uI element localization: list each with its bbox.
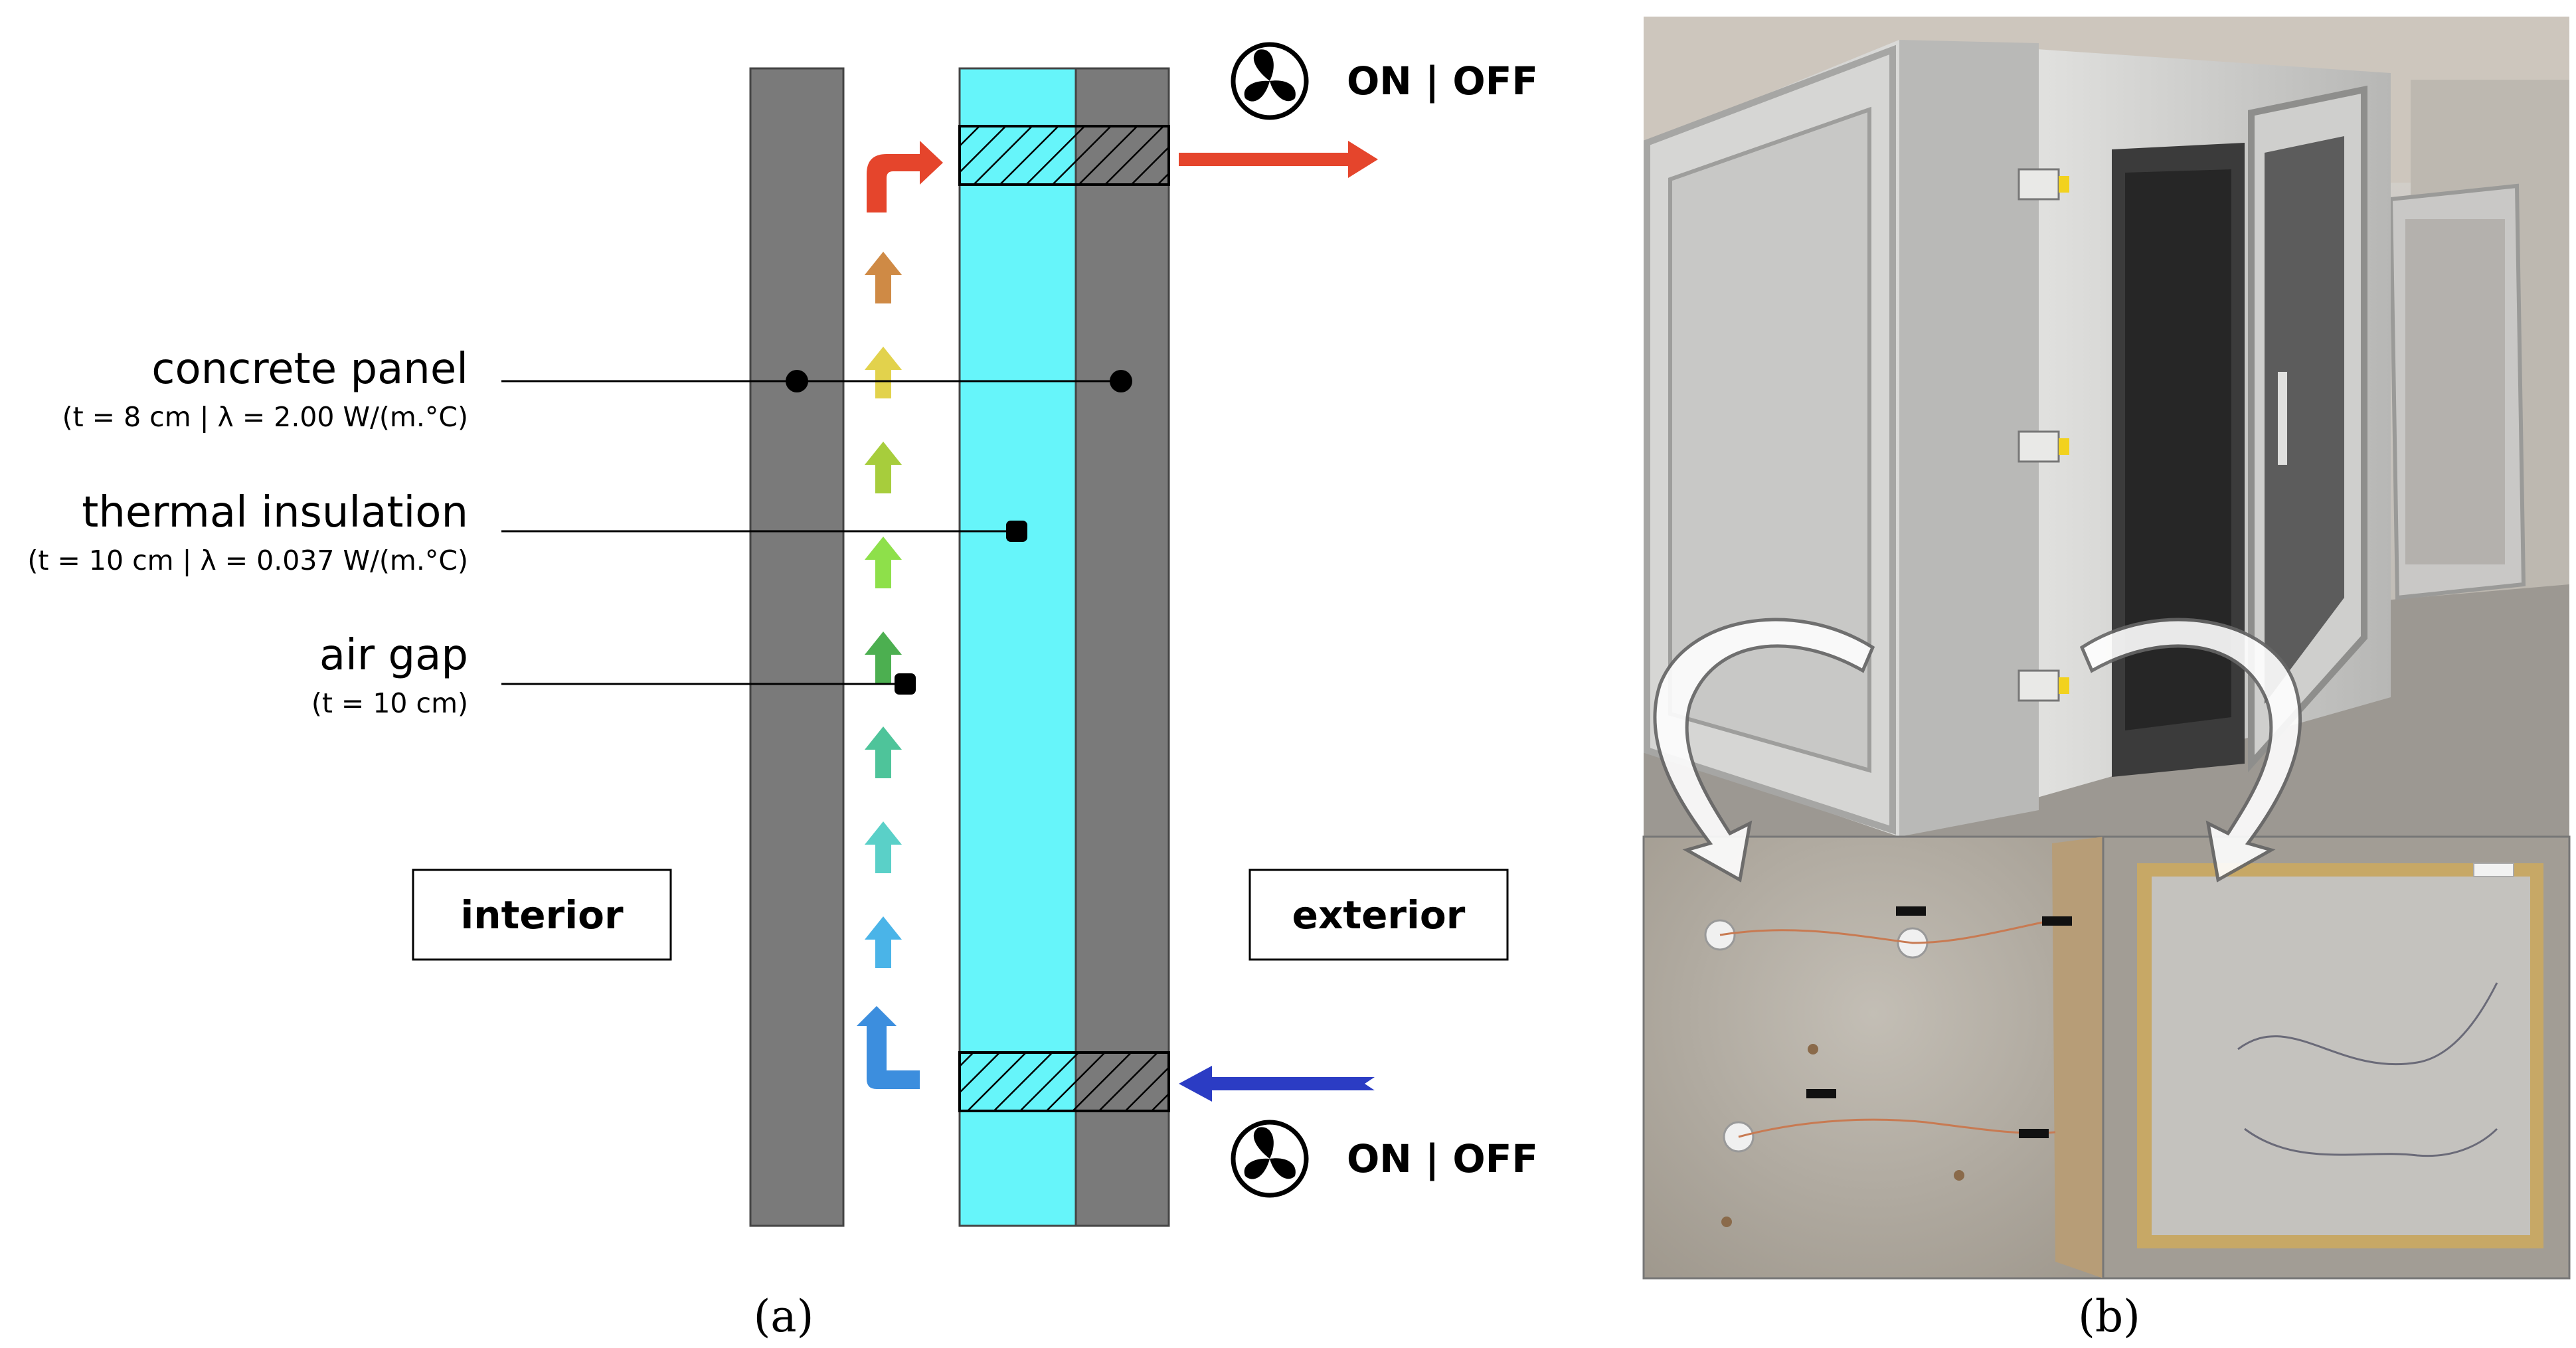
- fan-icon: [1231, 1120, 1309, 1198]
- fan-bottom[interactable]: ON | OFF: [1231, 1120, 1538, 1198]
- thermal-insulation-label: thermal insulation: [82, 488, 468, 537]
- inlet-arrow: [857, 1006, 920, 1089]
- flow-arrow: [865, 537, 902, 588]
- exterior-label: exterior: [1292, 892, 1466, 938]
- thermal-insulation-spec: (t = 10 cm | λ = 0.037 W/(m.°C): [27, 545, 468, 576]
- air-gap-label: air gap: [319, 631, 468, 680]
- fan-bottom-state: ON | OFF: [1347, 1136, 1538, 1181]
- flow-arrow-stack: [865, 252, 902, 968]
- leader-lines: [501, 370, 1132, 695]
- vent-top: [958, 125, 1170, 186]
- concrete-panel-exterior: [1074, 67, 1170, 1227]
- wall-section: [749, 67, 1170, 1227]
- intake-air-arrow: [1179, 1066, 1375, 1102]
- photo-panel-interior-sensors: [1642, 835, 2104, 1280]
- callout-arrow-right: [2079, 618, 2302, 883]
- flow-arrow: [865, 821, 902, 873]
- callout-arrow-left: [1653, 618, 1875, 883]
- flow-arrow: [865, 347, 902, 398]
- flow-arrow: [865, 726, 902, 778]
- concrete-panel-interior: [749, 67, 845, 1227]
- fan-icon: [1231, 42, 1309, 120]
- vent-bottom: [958, 1051, 1170, 1112]
- layer-labels: concrete panel (t = 8 cm | λ = 2.00 W/(m…: [27, 345, 468, 719]
- interior-box: interior: [412, 869, 672, 961]
- outlet-arrow: [867, 141, 943, 212]
- concrete-panel-label: concrete panel: [151, 345, 468, 394]
- fan-top[interactable]: ON | OFF: [1231, 42, 1538, 120]
- exterior-box: exterior: [1248, 869, 1509, 961]
- photo-panel-exterior-sensors: [2102, 835, 2571, 1280]
- air-gap-spec: (t = 10 cm): [311, 687, 468, 719]
- fan-top-state: ON | OFF: [1347, 58, 1538, 104]
- exhaust-air-arrow: [1179, 141, 1378, 178]
- concrete-panel-spec: (t = 8 cm | λ = 2.00 W/(m.°C): [62, 401, 468, 433]
- flow-arrow: [865, 442, 902, 493]
- flow-arrow: [865, 632, 902, 683]
- interior-label: interior: [460, 892, 624, 938]
- photo-test-chamber: [1644, 17, 2569, 843]
- caption-b: (b): [2078, 1291, 2140, 1342]
- thermal-insulation-layer: [958, 67, 1077, 1227]
- airflow-arrows: [857, 141, 943, 1089]
- caption-a: (a): [754, 1291, 814, 1342]
- flow-arrow: [865, 252, 902, 303]
- flow-arrow: [865, 916, 902, 968]
